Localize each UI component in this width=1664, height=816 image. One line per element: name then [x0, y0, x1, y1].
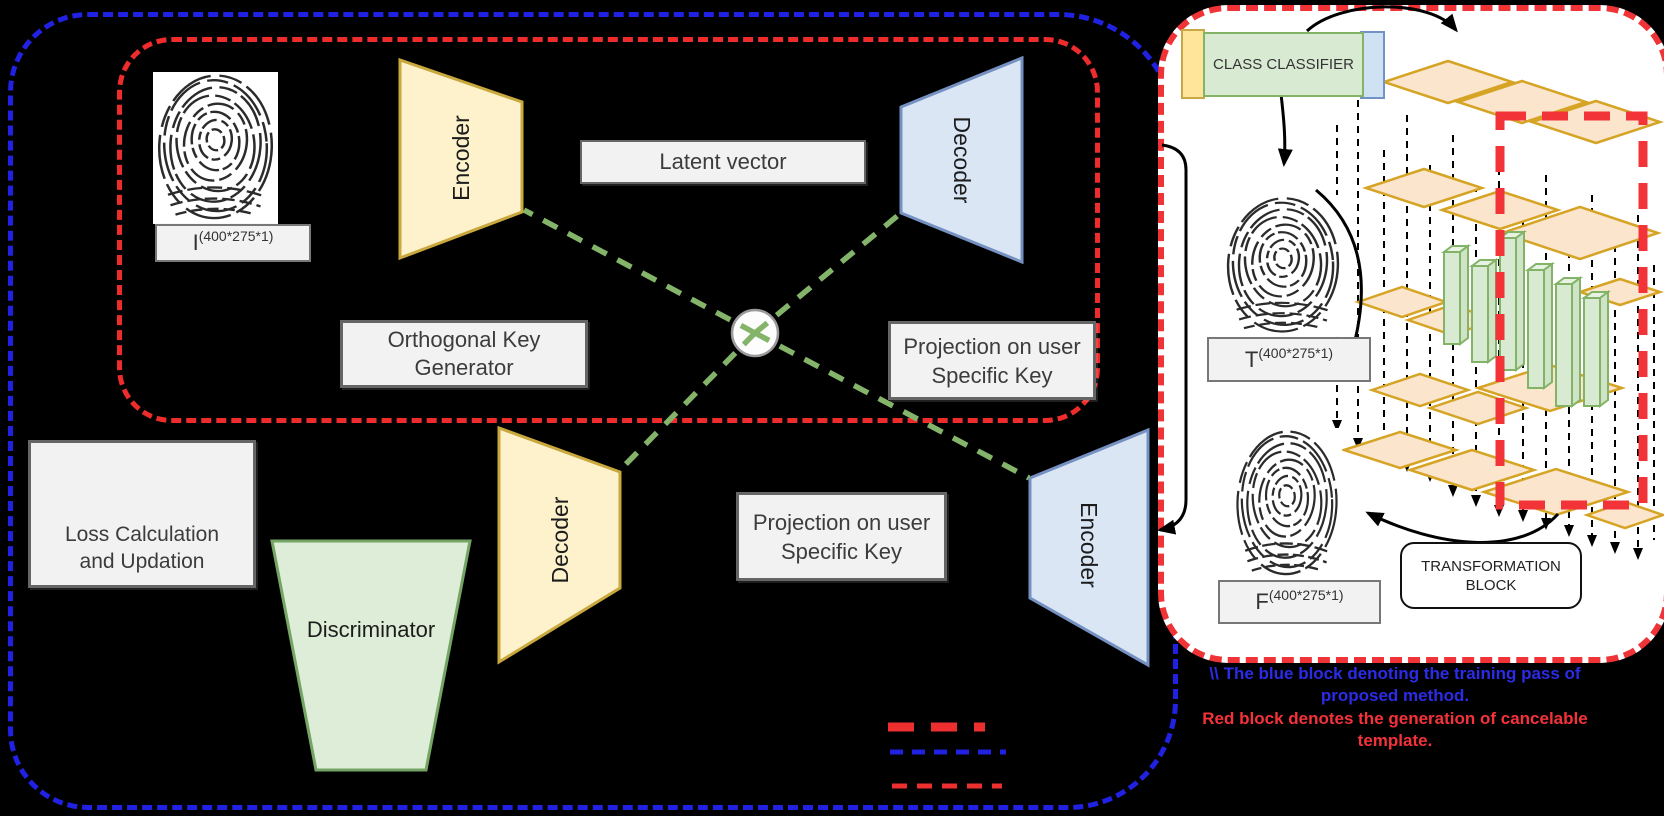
- discriminator-label: Discriminator: [306, 617, 436, 642]
- transformation-block-box: TRANSFORMATION BLOCK: [1400, 542, 1582, 609]
- template-image-label: T(400*275*1): [1207, 337, 1371, 382]
- cancelable-template-highlight: [1495, 111, 1648, 510]
- fingerprint-image-input: [151, 70, 280, 226]
- classifier-left-tab: [1181, 29, 1205, 99]
- latent-vector-box: Latent vector: [580, 140, 866, 184]
- caption-blue: \\ The blue block denoting the training …: [1209, 664, 1581, 705]
- multiplier-node: [730, 308, 780, 358]
- decoder-bottom-label: Decoder: [547, 496, 573, 584]
- projection-box-top: Projection on user Specific Key: [888, 321, 1096, 400]
- caption-red: Red block denotes the generation of canc…: [1202, 709, 1588, 750]
- loss-calculation-box: Loss Calculation and Updation: [28, 440, 256, 588]
- fingerprint-image-final: [1230, 426, 1344, 582]
- encoder-top-label: Encoder: [448, 115, 474, 201]
- legend-lines: [888, 722, 1006, 789]
- classifier-to-template-arrow: [1277, 93, 1293, 167]
- pooling-pillars: [1441, 230, 1611, 408]
- feature-map-stack: [1339, 59, 1664, 530]
- fingerprint-image-template: [1220, 193, 1346, 339]
- template-side-arc: [1315, 188, 1363, 353]
- projection-box-bottom: Projection on user Specific Key: [736, 492, 947, 581]
- input-image-label: I(400*275*1): [155, 224, 311, 262]
- template-to-encoder-bracket: [1157, 143, 1188, 535]
- stack-dashed-connectors: [1332, 100, 1655, 560]
- encoder-bottom-label: Encoder: [1076, 502, 1102, 588]
- training-region-border: [8, 12, 1178, 810]
- discriminator-trapezoid: [270, 539, 472, 772]
- orthogonal-key-generator-box: Orthogonal Key Generator: [340, 320, 588, 388]
- class-classifier-box: CLASS CLASSIFIER: [1203, 32, 1364, 97]
- final-image-label: F(400*275*1): [1218, 580, 1381, 624]
- stack-to-final-arrow: [1365, 511, 1560, 544]
- decoder-top-label: Decoder: [949, 116, 975, 204]
- classifier-to-stack-arrow: [1305, 5, 1458, 33]
